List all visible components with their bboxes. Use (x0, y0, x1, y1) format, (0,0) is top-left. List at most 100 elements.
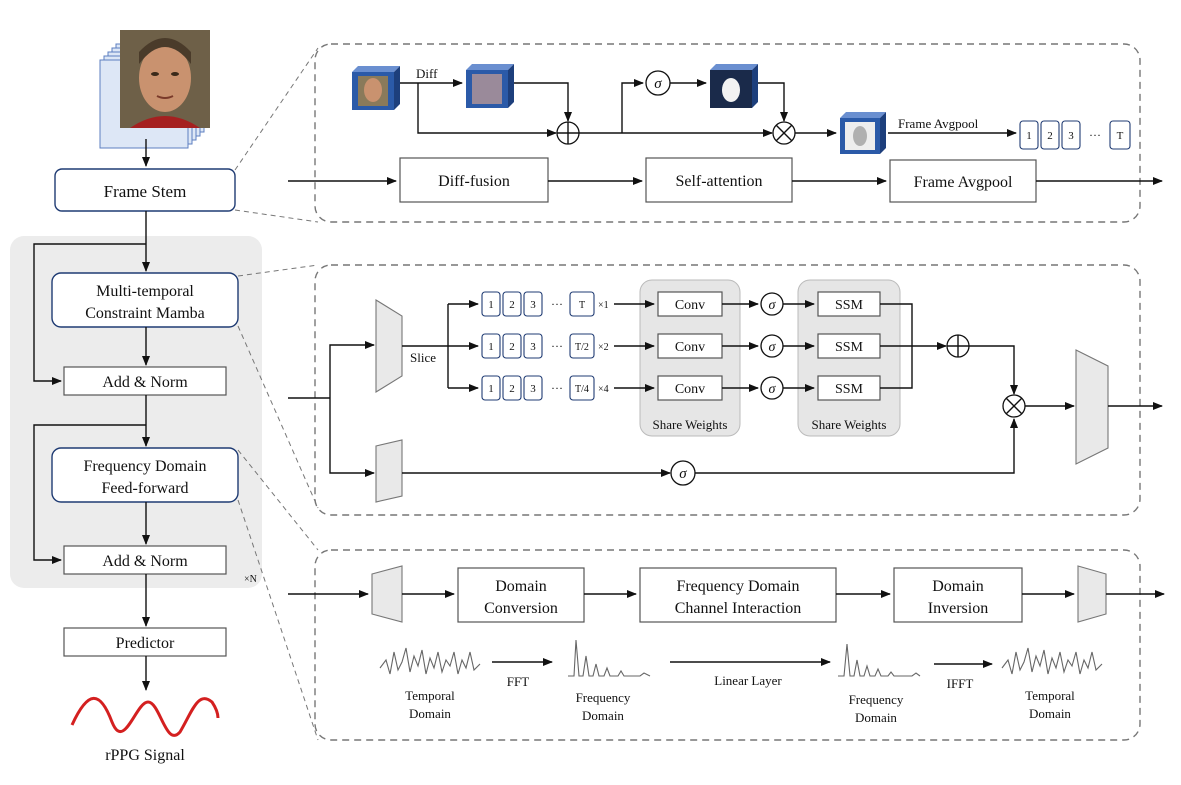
conv-box (657, 291, 723, 317)
self-attention-label: Self-attention (675, 173, 762, 190)
add-norm-2-box (63, 545, 227, 575)
zoom-line (234, 47, 319, 171)
conv-label: Conv (675, 340, 705, 355)
diff-label: Diff (416, 66, 438, 81)
zoom-line (237, 449, 319, 551)
mtcm-label-line1: Multi-temporal (96, 283, 194, 300)
ellipsis: ··· (551, 381, 563, 395)
token (502, 375, 522, 401)
domain-conversion-line2: Conversion (484, 600, 558, 617)
token (1061, 120, 1081, 150)
predictor-label: Predictor (116, 635, 175, 652)
token-label: 1 (488, 341, 494, 353)
frame-avgpool-annotation: Frame Avgpool (898, 116, 979, 131)
temporal-domain-line1: Temporal (405, 688, 455, 703)
token (502, 333, 522, 359)
frame-stem-detail-panel (314, 43, 1141, 223)
token (569, 291, 595, 317)
self-attention-box (645, 157, 793, 203)
temporal-domain-line1: Temporal (1025, 688, 1075, 703)
predictor-box (63, 627, 227, 657)
temporal-signal-icon (1001, 647, 1103, 675)
frequency-signal-icon (838, 643, 921, 677)
token (523, 333, 543, 359)
token-label: T/2 (575, 342, 589, 353)
token-label: 3 (1068, 130, 1074, 142)
sigmoid-label: σ (679, 466, 687, 482)
zoom-line (237, 325, 319, 509)
token-label: 2 (509, 341, 515, 353)
add-norm-1-label: Add & Norm (102, 374, 188, 391)
token-label: 3 (530, 299, 536, 311)
multiply-operator-icon (1002, 394, 1026, 418)
zoom-line (237, 264, 319, 277)
frequency-domain-line2: Domain (855, 710, 897, 725)
conv-box (657, 375, 723, 401)
token-label: T (579, 300, 585, 311)
repeat-count: ×N (244, 574, 257, 585)
slice-multiplier: ×1 (598, 300, 609, 311)
frequency-domain-line1: Frequency (849, 692, 904, 707)
fdff-label-line1: Frequency Domain (83, 458, 206, 475)
domain-inversion-box (893, 567, 1023, 623)
sigmoid-label: σ (769, 298, 777, 313)
temporal-domain-line2: Domain (409, 706, 451, 721)
frame-stem-label: Frame Stem (104, 182, 187, 201)
token (1040, 120, 1060, 150)
add-norm-2-label: Add & Norm (102, 553, 188, 570)
face-image (120, 30, 210, 128)
multiply-operator-icon (772, 121, 796, 145)
linear-layer-label: Linear Layer (714, 673, 782, 688)
masked-frame-cube (840, 112, 886, 154)
token-label: 1 (488, 383, 494, 395)
domain-conversion-line1: Domain (495, 578, 547, 595)
temporal-signal-icon (379, 647, 481, 675)
token-label: 3 (530, 341, 536, 353)
output-projection-trapezoid (1075, 349, 1109, 465)
token (523, 291, 543, 317)
conv-label: Conv (675, 382, 705, 397)
ellipsis: ··· (551, 339, 563, 353)
token-label: T (1117, 130, 1124, 142)
sigmoid-label: σ (769, 382, 777, 397)
slice-multiplier: ×2 (598, 342, 609, 353)
domain-conversion-box (457, 567, 585, 623)
fdff-detail-panel (314, 549, 1141, 741)
mtcm-detail-panel (314, 264, 1141, 516)
ellipsis: ··· (551, 297, 563, 311)
video-frames-stack (99, 30, 210, 149)
sigmoid-label: σ (769, 340, 777, 355)
domain-inversion-line1: Domain (932, 578, 984, 595)
frame-avgpool-label: Frame Avgpool (914, 174, 1013, 191)
token (481, 375, 501, 401)
token-label: 1 (1026, 130, 1032, 142)
add-operator-icon (556, 121, 580, 145)
projection-trapezoid (375, 299, 403, 393)
mtcm-box (51, 272, 239, 328)
ssm-label: SSM (835, 382, 864, 397)
share-weights-label: Share Weights (812, 417, 887, 432)
fdci-line1: Frequency Domain (676, 578, 799, 595)
token (502, 291, 522, 317)
add-operator-icon (946, 334, 970, 358)
temporal-domain-line2: Domain (1029, 706, 1071, 721)
frequency-signal-icon (568, 639, 651, 677)
domain-inversion-line2: Inversion (928, 600, 988, 617)
conv-label: Conv (675, 298, 705, 313)
ssm-box (817, 375, 881, 401)
rppg-waveform (70, 696, 220, 737)
zoom-line (237, 499, 319, 741)
token-label: T/4 (575, 384, 589, 395)
fdff-label-line2: Feed-forward (101, 480, 188, 497)
diff-fusion-label: Diff-fusion (438, 173, 510, 190)
token-label: 3 (530, 383, 536, 395)
token-label: 2 (509, 383, 515, 395)
token-label: 2 (1047, 130, 1053, 142)
fft-label: FFT (507, 674, 529, 689)
frame-stem-box (54, 168, 236, 212)
zoom-line (234, 209, 319, 223)
token (569, 333, 595, 359)
output-trapezoid (1077, 565, 1107, 623)
